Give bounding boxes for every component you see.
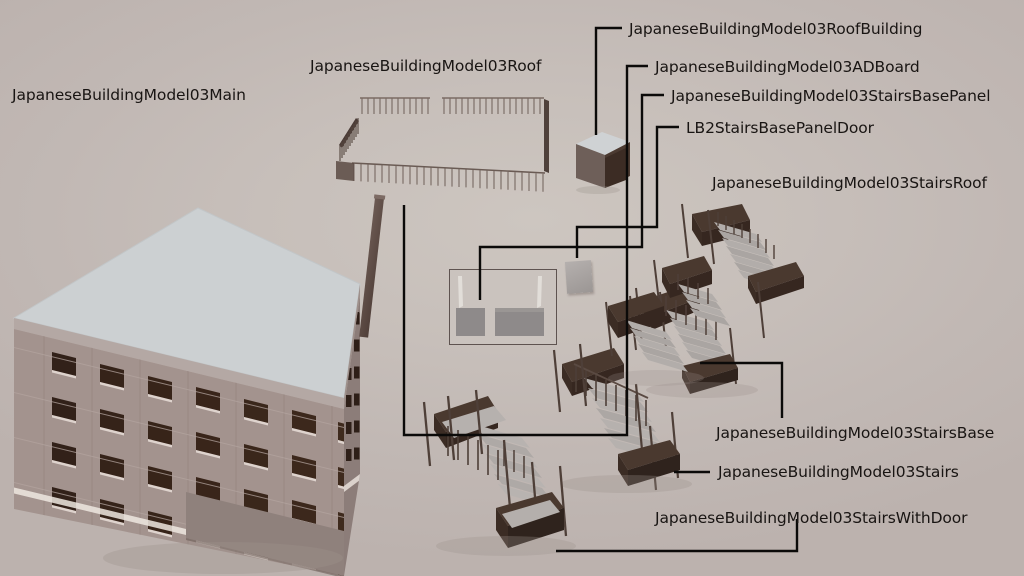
label-roof: JapaneseBuildingModel03Roof: [310, 57, 542, 75]
model-roof-building: [572, 122, 634, 196]
label-main: JapaneseBuildingModel03Main: [12, 86, 246, 104]
label-stairs-with-door: JapaneseBuildingModel03StairsWithDoor: [655, 509, 968, 527]
model-stairs-base: [600, 250, 740, 410]
label-stairs-base-panel: JapaneseBuildingModel03StairsBasePanel: [671, 87, 991, 105]
model-stairs-with-door: [418, 362, 618, 567]
label-roof-building: JapaneseBuildingModel03RoofBuilding: [629, 20, 923, 38]
model-stairs-roof: [630, 192, 820, 402]
label-stairs-roof: JapaneseBuildingModel03StairsRoof: [712, 174, 987, 192]
ad-board-cap: [373, 194, 386, 200]
model-base-panel-door: [564, 260, 594, 294]
label-stairs-base: JapaneseBuildingModel03StairsBase: [716, 424, 995, 442]
model-main-building: [8, 186, 408, 576]
label-ad-board: JapaneseBuildingModel03ADBoard: [655, 58, 920, 76]
label-stairs: JapaneseBuildingModel03Stairs: [718, 463, 959, 481]
label-base-panel-door: LB2StairsBasePanelDoor: [686, 119, 874, 137]
model-roof-fence: [330, 85, 600, 205]
